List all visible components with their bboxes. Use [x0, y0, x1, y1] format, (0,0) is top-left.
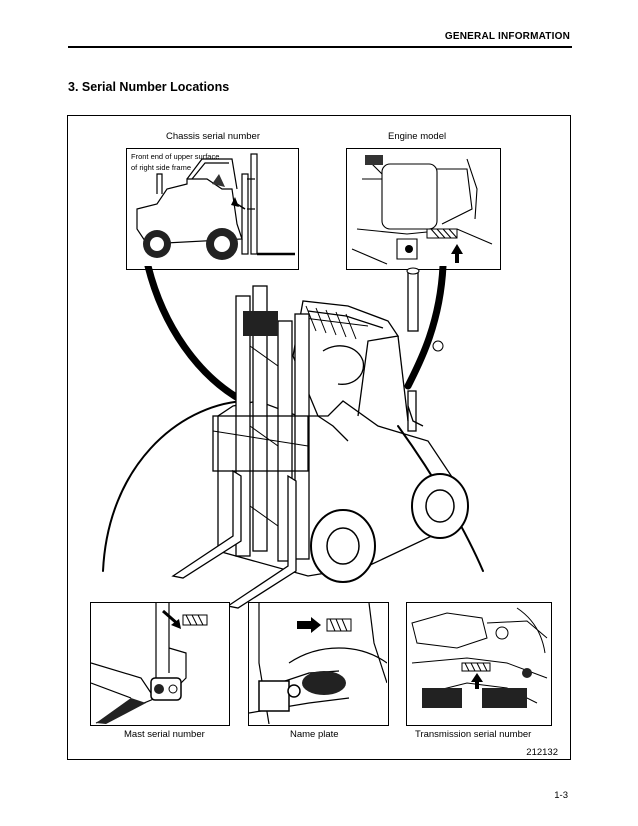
chassis-serial-label: Chassis serial number: [166, 131, 260, 142]
header-section-title: GENERAL INFORMATION: [444, 31, 570, 42]
name-plate-panel: [248, 602, 389, 726]
engine-closeup-illustration: [351, 155, 493, 265]
transmission-serial-label: Transmission serial number: [415, 729, 532, 740]
mast-closeup-illustration: [91, 603, 208, 724]
header-divider: [68, 46, 572, 48]
mast-serial-label: Mast serial number: [124, 729, 205, 740]
figure-frame: Chassis serial number Engine model Front…: [67, 115, 571, 760]
forklift-main-illustration: [102, 266, 484, 609]
transmission-closeup-illustration: [411, 607, 548, 708]
name-plate-closeup-illustration: [249, 603, 387, 724]
chassis-note-line1: Front end of upper surface: [131, 152, 220, 161]
name-plate-label: Name plate: [290, 729, 339, 740]
figure-id: 212132: [526, 747, 558, 758]
engine-panel: [346, 148, 501, 270]
chassis-panel: Front end of upper surface of right side…: [126, 148, 299, 270]
section-title: 3. Serial Number Locations: [68, 80, 230, 94]
engine-model-label: Engine model: [388, 131, 447, 142]
page-number: 1-3: [554, 790, 568, 801]
mast-serial-panel: [90, 602, 230, 726]
chassis-note-line2: of right side frame: [131, 163, 192, 172]
side-view-forklift-illustration: [136, 153, 295, 260]
transmission-serial-panel: [406, 602, 552, 726]
